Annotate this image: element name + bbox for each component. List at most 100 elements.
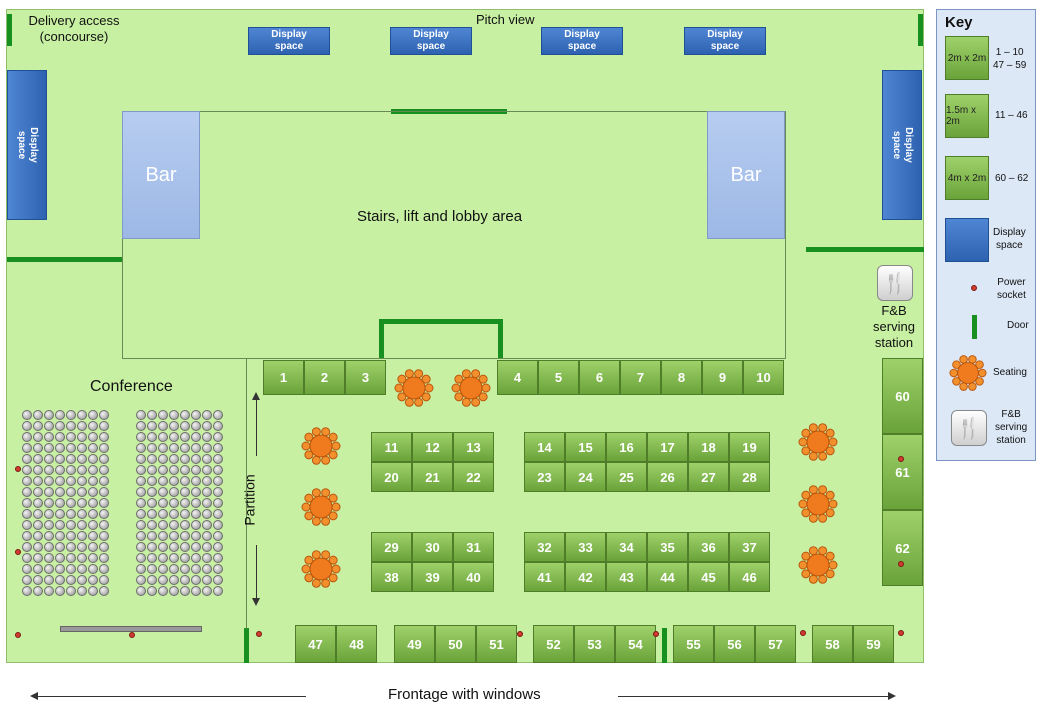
partition-line xyxy=(246,359,247,629)
conference-chair xyxy=(191,520,201,530)
conference-chair xyxy=(66,553,76,563)
stand-62: 62 xyxy=(882,510,923,586)
conference-chair xyxy=(180,410,190,420)
conference-chair xyxy=(191,443,201,453)
conference-chair xyxy=(44,410,54,420)
stand-31: 31 xyxy=(453,532,494,562)
stand-32: 32 xyxy=(524,532,565,562)
display-space: Display space xyxy=(684,27,766,55)
key-text-display: Display space xyxy=(993,227,1026,251)
conference-chair xyxy=(158,509,168,519)
conference-chair xyxy=(202,476,212,486)
conference-chair xyxy=(44,564,54,574)
conference-chair xyxy=(169,432,179,442)
conference-chair xyxy=(136,498,146,508)
conference-chair xyxy=(202,498,212,508)
conference-chair xyxy=(213,531,223,541)
conference-chair xyxy=(88,432,98,442)
conference-chair xyxy=(77,465,87,475)
stand-38: 38 xyxy=(371,562,412,592)
power-socket xyxy=(256,631,262,637)
key-text-4x2: 60 – 62 xyxy=(995,173,1029,184)
conference-chair xyxy=(22,520,32,530)
display-space: Display space xyxy=(390,27,472,55)
conference-chair xyxy=(77,542,87,552)
conference-chair xyxy=(99,421,109,431)
door xyxy=(7,14,12,46)
conference-chair xyxy=(22,465,32,475)
conference-chair xyxy=(213,564,223,574)
conference-chair xyxy=(158,443,168,453)
conference-chair xyxy=(88,465,98,475)
conference-chair xyxy=(77,476,87,486)
conference-chair xyxy=(147,454,157,464)
conference-chair xyxy=(169,443,179,453)
conference-chair xyxy=(158,498,168,508)
conference-chair xyxy=(66,443,76,453)
conference-chair xyxy=(77,487,87,497)
conference-chair xyxy=(99,531,109,541)
conference-chair xyxy=(213,498,223,508)
conference-chair xyxy=(191,531,201,541)
stand-3: 3 xyxy=(345,360,386,395)
door xyxy=(918,14,923,46)
conference-chair xyxy=(136,454,146,464)
stand-52: 52 xyxy=(533,625,574,663)
conference-chair xyxy=(33,553,43,563)
conference-chair xyxy=(202,542,212,552)
conference-chair xyxy=(55,432,65,442)
conference-chair xyxy=(22,498,32,508)
conference-chair xyxy=(213,421,223,431)
conference-chair xyxy=(180,553,190,563)
conference-chair xyxy=(191,498,201,508)
stand-55: 55 xyxy=(673,625,714,663)
conference-chair xyxy=(147,443,157,453)
stand-41: 41 xyxy=(524,562,565,592)
conference-chair xyxy=(22,542,32,552)
conference-chair xyxy=(55,421,65,431)
stand-14: 14 xyxy=(524,432,565,462)
conference-chair xyxy=(202,421,212,431)
conference-chair xyxy=(180,575,190,585)
door xyxy=(379,319,384,359)
conference-chair xyxy=(88,487,98,497)
conference-chair xyxy=(169,421,179,431)
conference-chair xyxy=(158,542,168,552)
conference-chair xyxy=(99,586,109,596)
conference-chair xyxy=(180,520,190,530)
conference-chair xyxy=(44,553,54,563)
lobby-area xyxy=(122,111,786,359)
conference-chair xyxy=(88,476,98,486)
conference-chair xyxy=(22,564,32,574)
conference-chair xyxy=(180,443,190,453)
conference-chair xyxy=(191,410,201,420)
stand-8: 8 xyxy=(661,360,702,395)
conference-chair xyxy=(202,509,212,519)
conference-chair xyxy=(136,421,146,431)
stand-61: 61 xyxy=(882,434,923,510)
conference-chair xyxy=(55,586,65,596)
conference-chair xyxy=(169,465,179,475)
door xyxy=(7,257,122,262)
stand-29: 29 xyxy=(371,532,412,562)
stand-54: 54 xyxy=(615,625,656,663)
conference-chair xyxy=(88,454,98,464)
conference-chair xyxy=(158,564,168,574)
stand-23: 23 xyxy=(524,462,565,492)
conference-chair xyxy=(99,564,109,574)
conference-chair xyxy=(22,410,32,420)
conference-chair xyxy=(180,542,190,552)
stand-9: 9 xyxy=(702,360,743,395)
frontage-label: Frontage with windows xyxy=(388,686,541,703)
power-socket xyxy=(129,632,135,638)
conference-chair xyxy=(213,542,223,552)
bar-left: Bar xyxy=(122,111,200,239)
stand-19: 19 xyxy=(729,432,770,462)
frontage-arrowhead-right xyxy=(888,692,896,700)
key-swatch-socket xyxy=(971,285,977,291)
conference-chair xyxy=(33,443,43,453)
round-table-icon xyxy=(798,422,838,467)
conference-chair xyxy=(169,542,179,552)
stand-12: 12 xyxy=(412,432,453,462)
conference-chair xyxy=(202,564,212,574)
